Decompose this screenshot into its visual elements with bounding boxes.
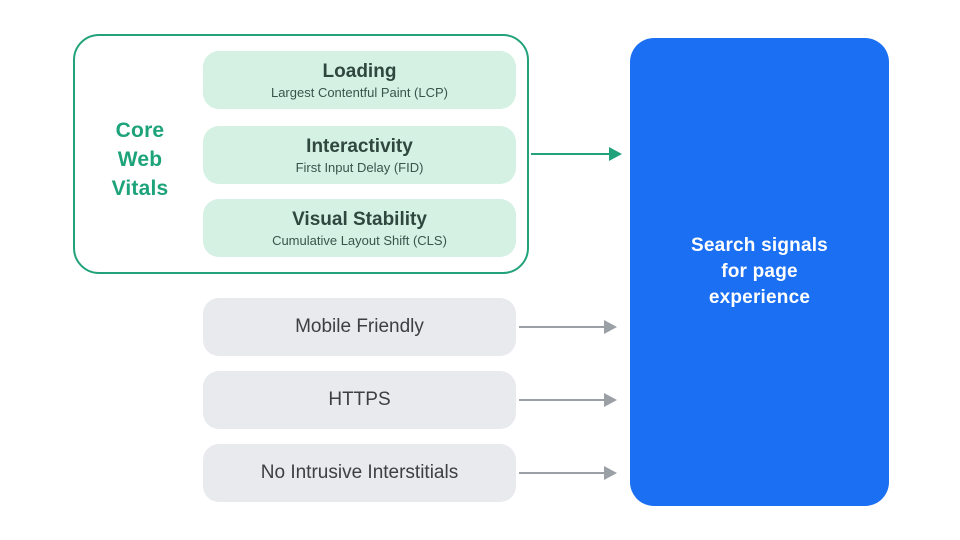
pill-mobile-friendly: Mobile Friendly bbox=[203, 298, 516, 356]
arrow-right-icon bbox=[519, 472, 605, 474]
pill-no-intrusive-interstitials: No Intrusive Interstitials bbox=[203, 444, 516, 502]
pill-visual-stability-title: Visual Stability bbox=[292, 208, 427, 230]
pill-interactivity-title: Interactivity bbox=[306, 135, 413, 157]
arrow-right-head-icon bbox=[604, 466, 617, 480]
arrow-right-icon bbox=[519, 326, 605, 328]
arrow-right-head-icon bbox=[604, 393, 617, 407]
search-signals-label: Search signals for page experience bbox=[691, 235, 828, 308]
pill-https: HTTPS bbox=[203, 371, 516, 429]
pill-loading-subtitle: Largest Contentful Paint (LCP) bbox=[270, 84, 449, 100]
pill-loading-title: Loading bbox=[322, 60, 397, 82]
core-web-vitals-label: Core Web Vitals bbox=[111, 119, 169, 200]
pill-no-intrusive-interstitials-label: No Intrusive Interstitials bbox=[260, 462, 459, 483]
pill-mobile-friendly-label: Mobile Friendly bbox=[295, 316, 424, 337]
pill-visual-stability: Visual Stability Cumulative Layout Shift… bbox=[203, 199, 516, 257]
pill-interactivity-subtitle: First Input Delay (FID) bbox=[295, 159, 424, 175]
arrow-right-head-icon bbox=[604, 320, 617, 334]
pill-visual-stability-subtitle: Cumulative Layout Shift (CLS) bbox=[272, 232, 447, 248]
pill-loading: Loading Largest Contentful Paint (LCP) bbox=[203, 51, 516, 109]
arrow-right-icon bbox=[519, 399, 605, 401]
arrow-right-icon bbox=[531, 153, 611, 155]
pill-interactivity: Interactivity First Input Delay (FID) bbox=[203, 126, 516, 184]
pill-https-label: HTTPS bbox=[328, 389, 391, 410]
arrow-right-head-icon bbox=[609, 147, 622, 161]
search-signals-box: Search signals for page experience bbox=[630, 38, 889, 506]
